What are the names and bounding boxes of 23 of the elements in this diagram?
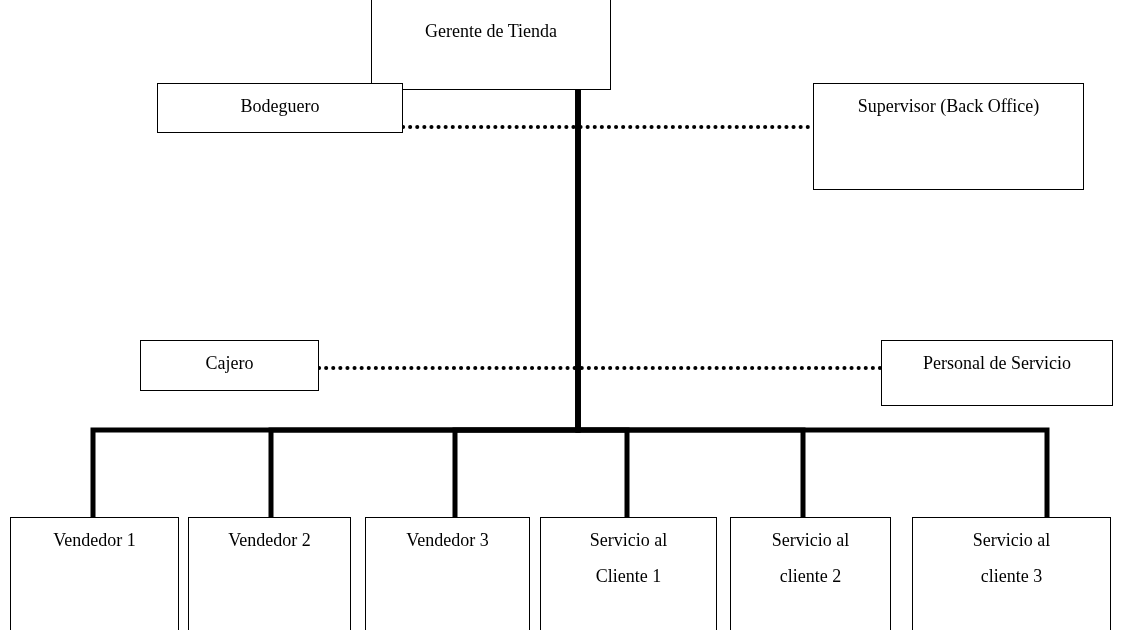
role-title: Servicio al cliente 2	[770, 529, 851, 588]
role-box	[10, 517, 179, 630]
role-title: Vendedor 2	[228, 529, 311, 552]
role-box	[157, 83, 403, 133]
role-box	[912, 517, 1111, 630]
role-title: Cajero	[205, 352, 254, 375]
role-title: Vendedor 3	[406, 529, 489, 552]
role-box	[365, 517, 530, 630]
role-title: Servicio al cliente 3	[971, 529, 1052, 588]
role-title: Vendedor 1	[53, 529, 136, 552]
role-box	[140, 340, 319, 391]
role-box	[813, 83, 1084, 190]
role-title: Bodeguero	[240, 95, 320, 118]
role-box	[371, 0, 611, 90]
role-title: Servicio al Cliente 1	[588, 529, 669, 588]
dotted-connector	[317, 366, 883, 370]
role-title: Personal de Servicio	[923, 352, 1071, 375]
role-box	[730, 517, 891, 630]
role-box	[540, 517, 717, 630]
role-box	[188, 517, 351, 630]
role-title: Supervisor (Back Office)	[857, 95, 1040, 118]
role-title: Gerente de Tienda	[425, 20, 557, 43]
role-box	[881, 340, 1113, 406]
